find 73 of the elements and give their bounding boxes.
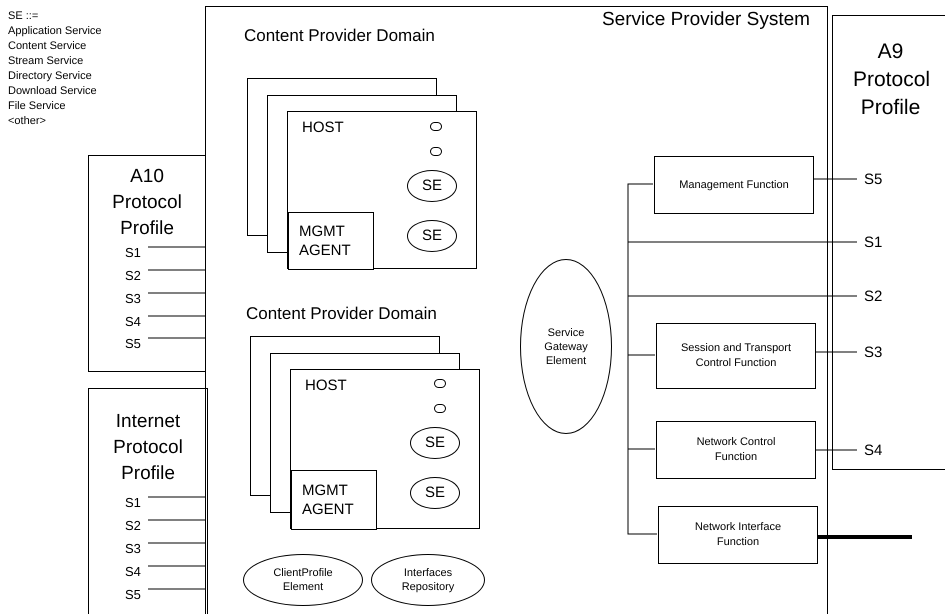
agent-box	[291, 470, 377, 530]
agent-label: MGMT AGENT	[298, 222, 352, 260]
signal-label: S2	[125, 517, 149, 535]
host-label: HOST	[305, 376, 347, 396]
function-label: Network Interface Function	[694, 520, 782, 550]
function-box	[654, 156, 814, 214]
legend-line: SE ::=	[8, 9, 40, 24]
legend-line: Download Service	[8, 84, 98, 99]
function-box	[656, 323, 816, 389]
service-ellipse	[410, 477, 460, 509]
signal-label: S5	[125, 335, 149, 353]
service-ellipse	[407, 220, 457, 252]
connector-line	[812, 178, 858, 180]
system-title: Service Provider System	[601, 8, 811, 32]
profile-title: A10 Protocol Profile	[111, 165, 183, 241]
legend-line: Content Service	[8, 39, 88, 54]
legend-line: <other>	[8, 114, 47, 129]
signal-label: S1	[125, 244, 149, 262]
ellipse-label: SE	[424, 432, 445, 453]
connector-line	[628, 184, 656, 356]
service-ellipse	[407, 170, 457, 202]
signal-label: S1	[125, 494, 149, 512]
function-label: Management Function	[678, 178, 790, 192]
profile-box	[88, 155, 206, 372]
signal-label: S3	[125, 540, 149, 558]
host-box	[287, 111, 477, 269]
connector-line	[148, 292, 206, 294]
legend-line: Directory Service	[8, 69, 93, 84]
signal-label: S1	[858, 232, 894, 254]
signal-label: S5	[125, 586, 149, 604]
system-frame	[205, 6, 828, 614]
connector-line	[628, 354, 656, 450]
domain-title: Content Provider Domain	[244, 25, 435, 47]
connector-line	[148, 588, 206, 590]
agent-label: MGMT AGENT	[301, 481, 355, 519]
signal-label: S2	[858, 286, 894, 308]
legend-line: Application Service	[8, 24, 102, 39]
ellipse-label: Service Gateway Element	[543, 326, 589, 368]
element-ellipse	[243, 554, 363, 606]
signal-label: S3	[125, 290, 149, 308]
element-ellipse	[371, 554, 485, 606]
signal-label: S3	[858, 342, 894, 364]
thick-line	[817, 535, 912, 539]
ellipse-label: SE	[424, 482, 445, 503]
function-box	[658, 506, 818, 564]
function-label: Network Control Function	[696, 435, 776, 465]
legend-line: Stream Service	[8, 54, 84, 69]
element-ellipse	[520, 259, 612, 434]
host-box	[290, 369, 480, 529]
profile-box	[88, 388, 208, 614]
function-label: Session and Transport Control Function	[680, 341, 792, 371]
agent-box	[288, 212, 374, 270]
profile-box	[832, 15, 945, 470]
profile-title: A9 Protocol Profile	[853, 39, 928, 121]
signal-label: S2	[125, 267, 149, 285]
ellipse-label: Interfaces Repository	[400, 566, 456, 594]
ellipse-label: SE	[422, 226, 442, 246]
connector-line	[148, 496, 206, 498]
connector-line	[148, 542, 206, 544]
service-ellipse	[410, 427, 460, 459]
profile-title: Internet Protocol Profile	[112, 410, 184, 486]
ellipse-label: SE	[422, 176, 442, 196]
legend-line: File Service	[8, 99, 66, 114]
signal-label: S4	[858, 440, 894, 462]
connector-line	[628, 448, 658, 534]
domain-title: Content Provider Domain	[246, 303, 437, 325]
connector-line	[148, 246, 206, 248]
function-box	[656, 421, 816, 479]
host-label: HOST	[302, 118, 344, 138]
signal-label: S4	[125, 313, 149, 331]
ellipse-label: ClientProfile Element	[272, 566, 334, 594]
signal-label: S5	[858, 169, 894, 191]
signal-label: S4	[125, 563, 149, 581]
